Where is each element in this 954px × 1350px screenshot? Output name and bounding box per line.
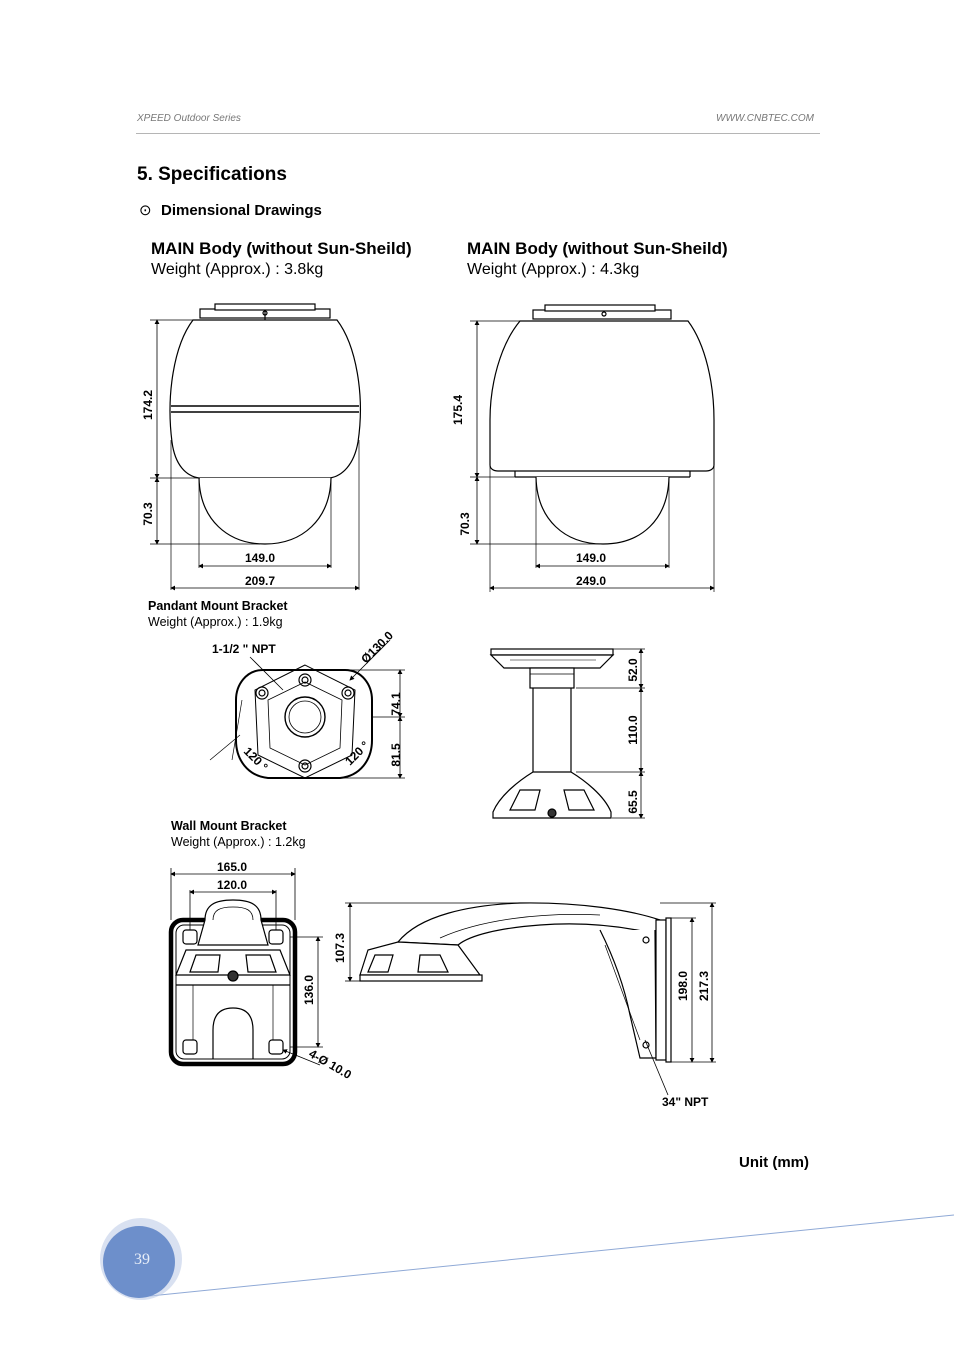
wall-dim-side-height: 107.3 xyxy=(333,933,347,963)
pendant-dim-top: 52.0 xyxy=(626,658,640,682)
subsection-heading: ⊙ Dimensional Drawings xyxy=(139,201,322,219)
header-series-name: XPEED Outdoor Series xyxy=(137,113,241,124)
dim-height-dome-left: 70.3 xyxy=(141,502,155,526)
pendant-thread-label: 1-1/2 " NPT xyxy=(212,642,276,656)
dim-width-dome-right: 149.0 xyxy=(576,551,606,565)
wall-dim-outer-width: 165.0 xyxy=(217,860,247,874)
wall-bracket-title: Wall Mount Bracket xyxy=(171,819,287,833)
pendant-bracket-title: Pandant Mount Bracket xyxy=(148,599,288,613)
main-body-left-weight: Weight (Approx.) : 3.8kg xyxy=(151,261,324,278)
wall-bracket-front-view xyxy=(168,899,298,1067)
wall-thread-label: 34" NPT xyxy=(662,1095,709,1109)
section-title: 5. Specifications xyxy=(137,164,287,185)
page-number: 39 xyxy=(134,1251,150,1268)
pendant-top-dimensions xyxy=(249,639,405,779)
wall-dim-plate-inner: 198.0 xyxy=(676,971,690,1001)
header-website: WWW.CNBTEC.COM xyxy=(716,113,814,124)
dim-width-dome-left: 149.0 xyxy=(245,551,275,565)
pendant-dim-74: 74.1 xyxy=(389,692,403,716)
wall-front-dimensions xyxy=(170,868,323,1066)
wall-dim-height: 136.0 xyxy=(302,975,316,1005)
dim-width-body-right: 249.0 xyxy=(576,574,606,588)
pendant-bracket-side-view xyxy=(489,648,615,819)
pendant-bracket-weight: Weight (Approx.) : 1.9kg xyxy=(148,615,283,629)
camera-right-drawing xyxy=(489,304,715,592)
page-circle xyxy=(103,1226,175,1298)
camera-left-dimensions xyxy=(150,319,360,591)
dim-height-upper-left: 174.2 xyxy=(141,390,155,420)
pendant-side-dimensions xyxy=(576,648,645,819)
dim-height-dome-right: 70.3 xyxy=(458,512,472,536)
camera-right-dimensions xyxy=(470,320,715,591)
pendant-dim-bottom: 65.5 xyxy=(626,790,640,814)
wall-dim-inner-width: 120.0 xyxy=(217,878,247,892)
camera-left-drawing xyxy=(169,303,361,590)
circle-bullet-icon: ⊙ xyxy=(139,202,152,219)
dim-height-upper-right: 175.4 xyxy=(451,395,465,425)
pendant-dim-81: 81.5 xyxy=(389,743,403,767)
main-body-right-title: MAIN Body (without Sun-Sheild) xyxy=(467,239,728,258)
wall-bracket-weight: Weight (Approx.) : 1.2kg xyxy=(171,835,306,849)
wall-side-dimensions xyxy=(345,902,716,1096)
wall-dim-holes: 4-Ø 10.0 xyxy=(307,1046,355,1082)
pendant-dim-mid: 110.0 xyxy=(626,715,640,745)
header-divider xyxy=(136,133,820,134)
subsection-title: Dimensional Drawings xyxy=(161,202,322,219)
wall-bracket-side-view xyxy=(359,902,672,1063)
pendant-diameter-label: Ø130.0 xyxy=(358,628,396,666)
dim-width-body-left: 209.7 xyxy=(245,574,275,588)
footer-line xyxy=(149,1214,954,1297)
unit-label: Unit (mm) xyxy=(739,1154,809,1171)
main-body-right-weight: Weight (Approx.) : 4.3kg xyxy=(467,261,640,278)
main-body-left-title: MAIN Body (without Sun-Sheild) xyxy=(151,239,412,258)
wall-dim-plate-outer: 217.3 xyxy=(697,971,711,1001)
